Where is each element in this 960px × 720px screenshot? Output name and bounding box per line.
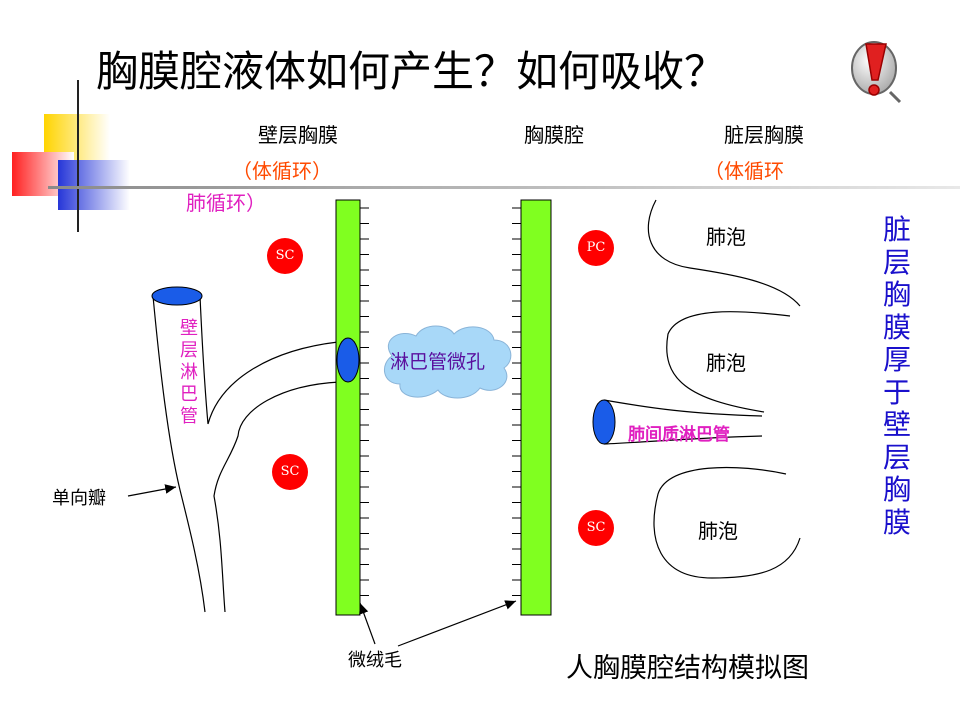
page-title: 胸膜腔液体如何产生？如何吸收？ bbox=[96, 47, 727, 96]
valve-arrow bbox=[127, 484, 177, 497]
alveolus-outline-3 bbox=[653, 466, 801, 579]
lymph-branch-lower bbox=[213, 381, 341, 613]
label-one-way-valve: 单向瓣 bbox=[52, 488, 106, 509]
microvilli-ticks-left bbox=[360, 207, 369, 596]
alert-icon bbox=[851, 41, 902, 104]
alveolus-outline-2 bbox=[666, 311, 791, 413]
capillary-label-sc-bottom-right: SC bbox=[586, 520, 606, 535]
label-alveolus-1: 肺泡 bbox=[706, 225, 746, 249]
side-note: 脏层胸膜厚于壁层胸膜 bbox=[882, 213, 911, 539]
label-alveolus-3: 肺泡 bbox=[698, 519, 738, 543]
label-systemic-right: （体循环 bbox=[704, 159, 784, 183]
visceral-membrane bbox=[520, 199, 552, 616]
capillary-label-sc-top-left: SC bbox=[275, 248, 295, 263]
capillary-sc-mid-left bbox=[272, 454, 308, 490]
label-parietal-lymph: 壁层淋巴管 bbox=[180, 318, 198, 427]
interstitial-lymph-opening bbox=[592, 399, 616, 445]
lymph-vessel-opening bbox=[151, 286, 203, 306]
capillary-pc-top-right bbox=[578, 230, 614, 266]
label-visceral-pleura: 脏层胸膜 bbox=[724, 123, 804, 147]
microvilli-arrow-right bbox=[397, 600, 517, 647]
label-pulmonary-circulation: 肺循环） bbox=[186, 191, 266, 215]
capillary-sc-bottom-right bbox=[578, 510, 614, 546]
interstitial-lymph-vessel bbox=[603, 399, 763, 445]
lymph-stoma-cloud bbox=[384, 325, 512, 399]
deco-blue-square bbox=[58, 160, 130, 210]
label-pleural-cavity: 胸膜腔 bbox=[524, 123, 584, 147]
label-interstitial-lymph: 肺间质淋巴管 bbox=[628, 425, 730, 445]
label-systemic-left: （体循环） bbox=[232, 159, 332, 183]
capillary-sc-top-left bbox=[267, 238, 303, 274]
parietal-lymph-vessel-right-wall bbox=[199, 295, 339, 425]
parietal-lymph-vessel bbox=[152, 295, 206, 613]
parietal-membrane bbox=[335, 199, 361, 616]
title-underline bbox=[48, 186, 960, 189]
label-microvilli: 微绒毛 bbox=[348, 650, 402, 671]
capillary-label-sc-mid-left: SC bbox=[280, 464, 300, 479]
capillary-label-pc-top-right: PC bbox=[586, 240, 606, 255]
microvilli-arrow-left bbox=[359, 602, 376, 645]
label-lymph-stoma: 淋巴管微孔 bbox=[390, 351, 486, 373]
label-alveolus-2: 肺泡 bbox=[706, 351, 746, 375]
label-parietal-pleura: 壁层胸膜 bbox=[258, 123, 338, 147]
microvilli-ticks-right bbox=[512, 207, 521, 596]
alveolus-outline-1 bbox=[647, 199, 801, 307]
diagram-caption: 人胸膜腔结构模拟图 bbox=[566, 653, 809, 684]
lymph-stoma bbox=[336, 337, 360, 383]
